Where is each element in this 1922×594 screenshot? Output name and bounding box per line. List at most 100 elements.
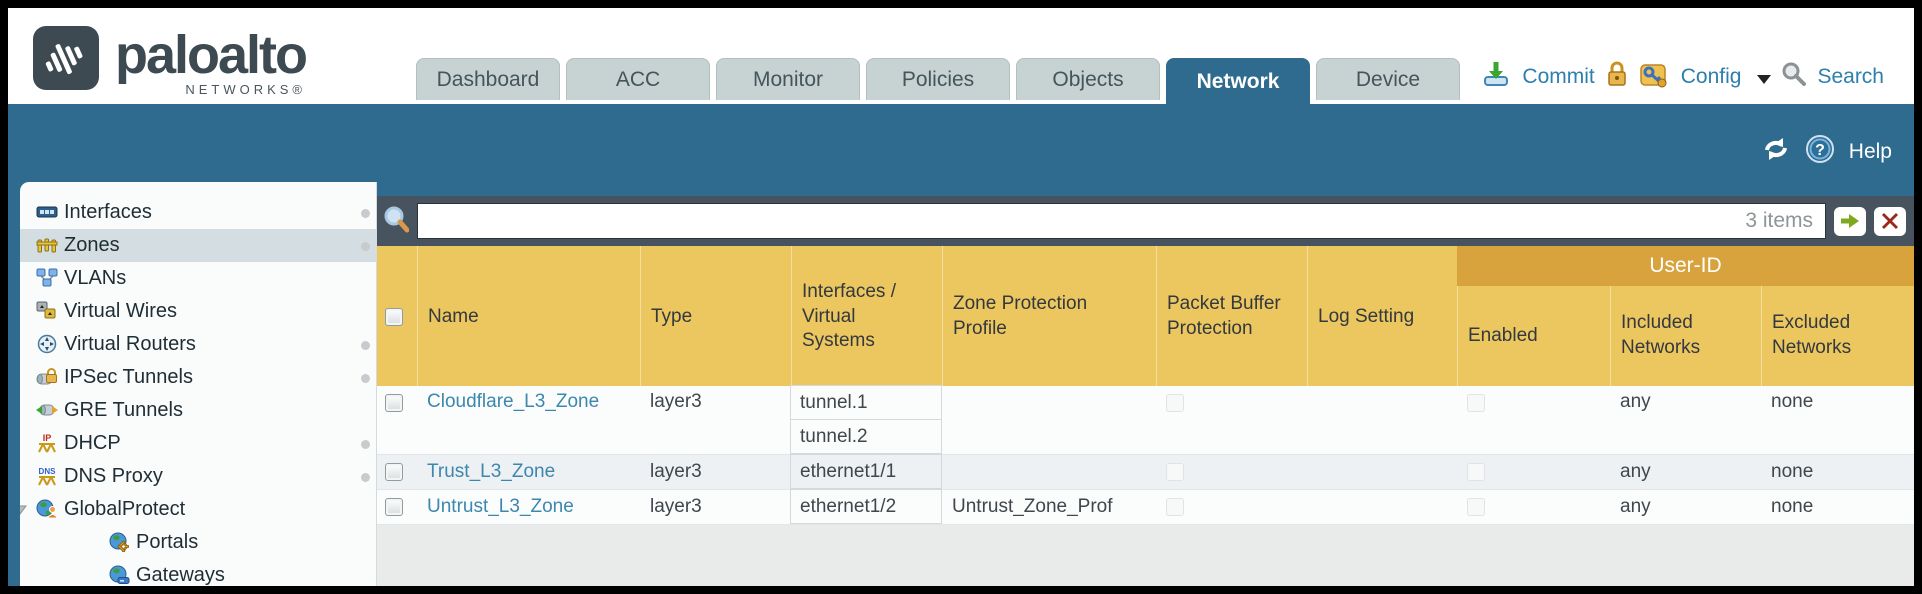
paloalto-logo-icon — [33, 26, 101, 97]
zone-name-link[interactable]: Trust_L3_Zone — [427, 461, 556, 482]
user-id-enabled-checkbox — [1467, 463, 1485, 481]
filter-bar: 3 items — [377, 196, 1914, 246]
sidebar-item-zones[interactable]: Zones — [20, 229, 376, 262]
tab-policies[interactable]: Policies — [866, 58, 1010, 100]
row-checkbox[interactable] — [385, 394, 403, 412]
commit-button[interactable]: Commit — [1522, 65, 1595, 88]
zone-name-link[interactable]: Cloudflare_L3_Zone — [427, 391, 600, 412]
sidebar-item-ipsec-tunnels[interactable]: IPSec Tunnels — [20, 361, 376, 394]
clear-filter-button[interactable] — [1874, 206, 1906, 236]
help-icon[interactable]: ? — [1805, 134, 1835, 170]
column-header-type[interactable]: Type — [640, 246, 791, 386]
gre-tunnels-icon — [36, 400, 58, 420]
excluded-networks-cell: none — [1771, 391, 1814, 412]
sidebar-item-portals[interactable]: Portals — [20, 526, 376, 559]
sidebar-item-label: GRE Tunnels — [64, 399, 183, 421]
filter-magnifier-icon — [383, 205, 410, 238]
packet-buffer-protection-checkbox — [1166, 498, 1184, 516]
included-networks-cell: any — [1620, 496, 1651, 517]
app-window: paloalto NETWORKS® Dashboard ACC Monitor… — [8, 8, 1914, 586]
sidebar-item-gre-tunnels[interactable]: GRE Tunnels — [20, 394, 376, 427]
column-header-interfaces[interactable]: Interfaces / Virtual Systems — [791, 246, 942, 386]
sidebar-item-label: Portals — [136, 531, 199, 553]
tab-device[interactable]: Device — [1316, 58, 1460, 100]
search-button[interactable]: Search — [1817, 65, 1884, 88]
log-setting-cell — [1307, 455, 1457, 489]
sidebar-item-label: Zones — [64, 234, 120, 256]
sub-header-band: ? Help — [8, 104, 1914, 184]
table-row: Untrust_L3_Zone layer3 ethernet1/2 Untru… — [377, 489, 1914, 525]
sidebar-item-vlans[interactable]: VLANs — [20, 262, 376, 295]
item-count: 3 items — [1745, 209, 1813, 232]
zone-type-cell: layer3 — [650, 461, 702, 482]
lock-icon[interactable] — [1605, 60, 1629, 94]
status-dot — [361, 440, 370, 449]
config-button[interactable]: Config — [1680, 65, 1742, 88]
main-nav-tabs: Dashboard ACC Monitor Policies Objects N… — [416, 58, 1466, 104]
column-header-name[interactable]: Name — [417, 246, 640, 386]
config-icon[interactable] — [1639, 60, 1669, 94]
tab-network[interactable]: Network — [1166, 58, 1310, 104]
row-checkbox[interactable] — [385, 498, 403, 516]
status-dot — [361, 209, 370, 218]
column-header-packet-buffer-protection[interactable]: Packet Buffer Protection — [1156, 246, 1307, 386]
svg-text:?: ? — [1815, 142, 1825, 159]
packet-buffer-protection-checkbox — [1166, 394, 1184, 412]
sidebar-item-label: GlobalProtect — [64, 498, 186, 520]
sidebar-item-label: VLANs — [64, 267, 127, 289]
sidebar-item-label: DHCP — [64, 432, 121, 454]
dhcp-icon: IP — [36, 433, 58, 453]
sidebar-item-dns-proxy[interactable]: DNS DNS Proxy — [20, 460, 376, 493]
log-setting-cell — [1307, 386, 1457, 454]
zone-type-cell: layer3 — [650, 496, 702, 517]
sidebar-item-label: DNS Proxy — [64, 465, 163, 487]
sidebar-item-label: Gateways — [136, 564, 225, 586]
tab-dashboard[interactable]: Dashboard — [416, 58, 560, 100]
zone-type-cell: layer3 — [650, 391, 702, 412]
column-header-zone-protection-profile[interactable]: Zone Protection Profile — [942, 246, 1156, 386]
sidebar-item-dhcp[interactable]: IP DHCP — [20, 427, 376, 460]
log-setting-cell — [1307, 490, 1457, 524]
sidebar-item-interfaces[interactable]: Interfaces — [20, 196, 376, 229]
zone-protection-profile-cell: Untrust_Zone_Prof — [952, 496, 1113, 517]
user-id-enabled-checkbox — [1467, 498, 1485, 516]
globalprotect-icon — [36, 499, 59, 519]
column-header-excluded-networks[interactable]: Excluded Networks — [1761, 286, 1914, 386]
sidebar-item-label: IPSec Tunnels — [64, 366, 193, 388]
column-header-enabled[interactable]: Enabled — [1457, 286, 1610, 386]
sidebar-item-virtual-routers[interactable]: Virtual Routers — [20, 328, 376, 361]
svg-text:DNS: DNS — [39, 467, 57, 476]
user-id-group-header: User-ID — [1457, 246, 1914, 286]
collapse-triangle-icon[interactable] — [20, 501, 28, 517]
zone-name-link[interactable]: Untrust_L3_Zone — [427, 496, 574, 517]
apply-filter-button[interactable] — [1834, 206, 1866, 236]
search-icon[interactable] — [1781, 61, 1807, 93]
interface-cell: tunnel.2 — [790, 419, 942, 454]
sidebar-item-label: Virtual Wires — [64, 300, 177, 322]
interfaces-icon — [36, 202, 58, 222]
included-networks-cell: any — [1620, 461, 1651, 482]
help-label[interactable]: Help — [1848, 140, 1892, 163]
column-header-log-setting[interactable]: Log Setting — [1307, 246, 1457, 386]
sidebar-item-virtual-wires[interactable]: Virtual Wires — [20, 295, 376, 328]
status-dot — [361, 341, 370, 350]
tab-acc[interactable]: ACC — [566, 58, 710, 100]
tab-monitor[interactable]: Monitor — [716, 58, 860, 100]
paloalto-logo: paloalto NETWORKS® — [33, 26, 308, 97]
config-caret-down-icon[interactable] — [1757, 74, 1772, 84]
row-checkbox[interactable] — [385, 463, 403, 481]
column-header-included-networks[interactable]: Included Networks — [1610, 286, 1761, 386]
sidebar-item-gateways[interactable]: Gateways — [20, 559, 376, 586]
filter-input[interactable] — [418, 204, 1746, 238]
refresh-icon[interactable] — [1761, 136, 1791, 168]
sidebar-item-globalprotect[interactable]: GlobalProtect — [20, 493, 376, 526]
interface-cell: ethernet1/1 — [790, 454, 942, 489]
interface-cell: ethernet1/2 — [790, 489, 942, 524]
table-header: Name Type Interfaces / Virtual Systems Z… — [377, 246, 1914, 386]
select-all-checkbox[interactable] — [385, 308, 403, 326]
commit-icon[interactable] — [1482, 60, 1510, 94]
table-row: Cloudflare_L3_Zone layer3 tunnel.1 tunne… — [377, 385, 1914, 455]
virtual-routers-icon — [36, 334, 58, 354]
tab-objects[interactable]: Objects — [1016, 58, 1160, 100]
top-bar: paloalto NETWORKS® Dashboard ACC Monitor… — [8, 8, 1914, 104]
